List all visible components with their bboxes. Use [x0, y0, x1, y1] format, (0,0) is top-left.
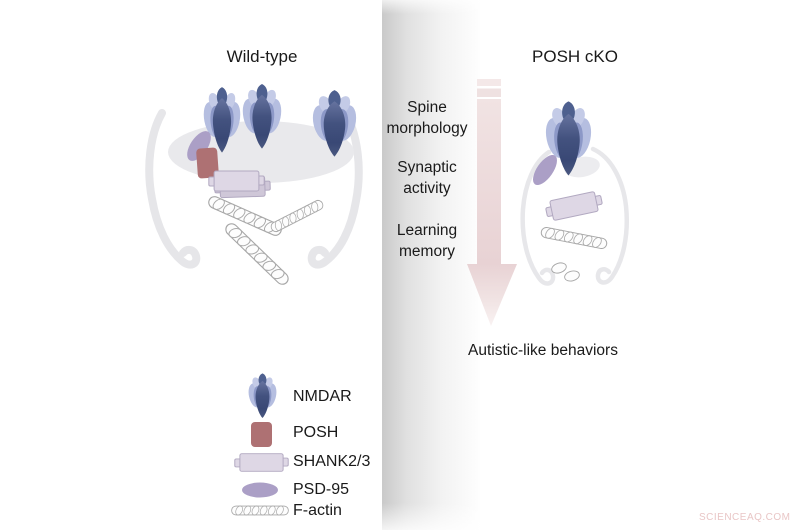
- shank23-icon: [234, 453, 289, 472]
- arrow-dash: [477, 79, 501, 86]
- pathway-arrow: [467, 79, 517, 326]
- f-actin-icon: [205, 192, 285, 240]
- pathway-step-line: Spine: [407, 99, 447, 116]
- watermark: SCIENCEAQ.COM: [699, 512, 791, 523]
- legend-label-shank23: SHANK2/3: [293, 453, 371, 470]
- legend-label-posh: POSH: [293, 424, 339, 441]
- f-actin-icon: [539, 224, 609, 252]
- f-actin-icon: [231, 504, 289, 517]
- pathway-step-learning-memory: Learning memory: [397, 220, 457, 262]
- arrow-dash: [477, 88, 501, 97]
- posh-icon: [251, 422, 272, 447]
- nmdar-icon: [246, 373, 279, 419]
- shank23-icon: [543, 189, 605, 223]
- psd95-icon: [187, 131, 211, 161]
- posh-icon: [196, 147, 219, 179]
- psd95-icon: [533, 154, 557, 186]
- posh-cko-spine-diagram: [520, 101, 629, 286]
- actin-monomer-icon: [551, 262, 580, 282]
- pathway-step-synaptic-activity: Synaptic activity: [397, 157, 456, 199]
- legend-label-f-actin: F-actin: [293, 502, 342, 519]
- legend-label-nmdar: NMDAR: [293, 388, 352, 405]
- outcome-label: Autistic-like behaviors: [468, 342, 618, 359]
- wild-type-title: Wild-type: [226, 47, 298, 66]
- wild-type-spine-diagram: [145, 84, 363, 289]
- arrow-head: [467, 264, 517, 326]
- pathway-step-spine-morphology: Spine morphology: [387, 97, 468, 139]
- pathway-step-line: memory: [399, 243, 455, 260]
- pathway-step-line: Synaptic: [397, 159, 457, 176]
- legend-label-psd95: PSD-95: [293, 481, 350, 498]
- f-actin-icon: [268, 197, 326, 235]
- legend-icons: [231, 373, 289, 517]
- shank23-icon: [208, 170, 265, 192]
- pathway-step-line: morphology: [386, 120, 468, 137]
- spine-membrane-outline: [145, 109, 363, 269]
- pathway-step-line: activity: [403, 180, 451, 197]
- spine-membrane-outline: [520, 146, 629, 286]
- arrow-shaft: [477, 99, 501, 265]
- divider-band: [382, 0, 480, 530]
- pathway-step-line: Learning: [396, 222, 458, 239]
- posh-cko-title: POSH cKO: [532, 47, 618, 66]
- psd95-icon: [242, 482, 278, 498]
